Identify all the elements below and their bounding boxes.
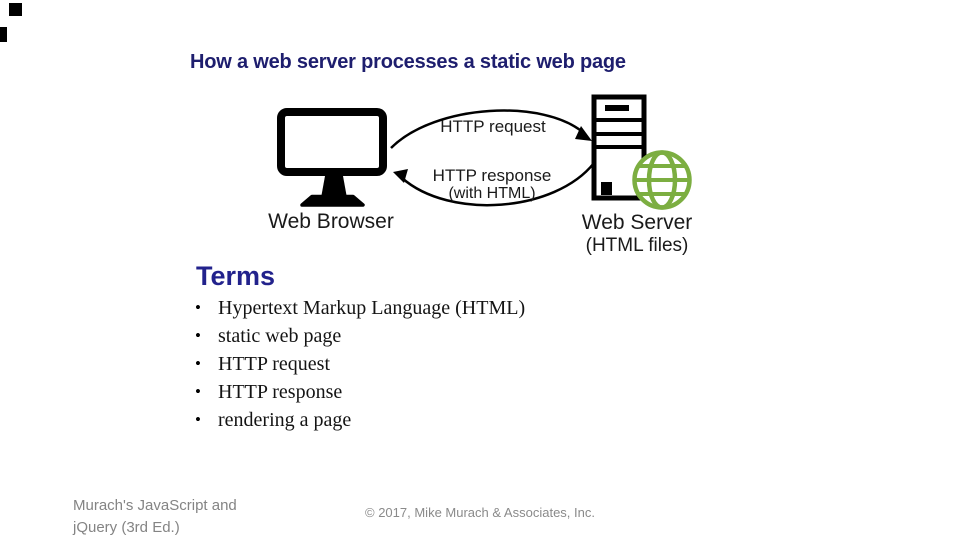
request-arrowhead-icon: [575, 126, 592, 141]
slide-frame-mark-left: [0, 27, 7, 42]
bullet-icon: •: [195, 298, 201, 317]
footer-book-line1: Murach's JavaScript and: [73, 497, 237, 514]
monitor-stand-neck: [321, 176, 347, 198]
server-power-button: [601, 182, 612, 195]
response-arrowhead-icon: [393, 169, 408, 183]
list-item: • rendering a page: [195, 406, 525, 434]
monitor-stand-base: [300, 194, 365, 207]
globe-icon: [632, 150, 692, 210]
web-browser-icon: [277, 108, 387, 207]
terms-list: • Hypertext Markup Language (HTML) • sta…: [195, 294, 525, 434]
list-item: • Hypertext Markup Language (HTML): [195, 294, 525, 322]
monitor-screen: [277, 108, 387, 176]
term-text: HTTP request: [218, 353, 331, 375]
web-server-label: Web Server: [582, 211, 693, 234]
list-item: • HTTP request: [195, 350, 525, 378]
web-server-sublabel: (HTML files): [586, 235, 689, 256]
terms-heading: Terms: [196, 261, 276, 291]
web-browser-label: Web Browser: [268, 210, 394, 233]
footer-copyright: © 2017, Mike Murach & Associates, Inc.: [365, 505, 595, 520]
http-request-label: HTTP request: [440, 117, 546, 136]
term-text: HTTP response: [218, 381, 343, 403]
http-response-sublabel: (with HTML): [448, 185, 535, 202]
term-text: Hypertext Markup Language (HTML): [218, 297, 526, 319]
page-title: How a web server processes a static web …: [190, 51, 626, 73]
http-request-arrow: [390, 109, 592, 149]
term-text: static web page: [218, 325, 342, 347]
bullet-icon: •: [195, 354, 201, 373]
bullet-icon: •: [195, 382, 201, 401]
bullet-icon: •: [195, 410, 201, 429]
http-response-label: HTTP response: [433, 166, 552, 185]
server-vent-slot: [605, 105, 629, 111]
footer-book-title: Murach's JavaScript and jQuery (3rd Ed.): [73, 495, 373, 539]
footer-book-line2: jQuery (3rd Ed.): [73, 519, 180, 536]
web-server-diagram: Web Browser HTTP request HTTP response (…: [268, 94, 693, 256]
web-server-icon: [591, 94, 647, 201]
slide-frame-mark-top: [9, 3, 22, 16]
list-item: • static web page: [195, 322, 525, 350]
list-item: • HTTP response: [195, 378, 525, 406]
bullet-icon: •: [195, 326, 201, 345]
http-response-arrow: [393, 162, 595, 207]
term-text: rendering a page: [218, 409, 352, 431]
